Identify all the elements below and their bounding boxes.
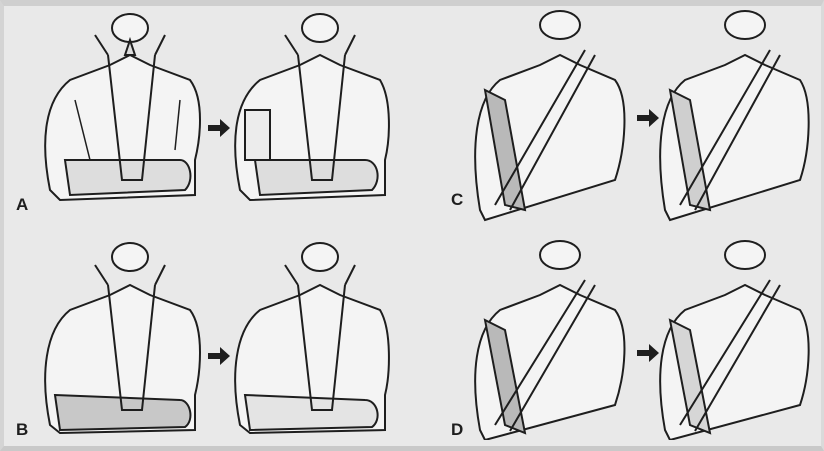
panel-label-b: B — [16, 420, 28, 440]
panel-label-d: D — [451, 420, 463, 440]
panel-a-drawing — [30, 10, 400, 215]
panel-c-drawing — [465, 10, 815, 225]
panel-a: A — [30, 10, 400, 215]
figure-b-before — [45, 243, 200, 433]
arrow-right-icon — [637, 109, 659, 127]
panel-b: B — [30, 235, 400, 440]
panel-label-c: C — [451, 190, 463, 210]
figure-c-before — [475, 11, 624, 220]
figure-c-after — [660, 11, 808, 220]
figure-d-before — [475, 241, 624, 440]
panel-label-a: A — [16, 195, 28, 215]
panel-d: D — [465, 235, 815, 440]
arrow-right-icon — [208, 119, 230, 137]
figure-b-after — [235, 243, 389, 433]
arrow-right-icon — [208, 347, 230, 365]
figure-a-before — [45, 14, 200, 200]
figure-d-after — [660, 241, 808, 440]
arrow-right-icon — [637, 344, 659, 362]
panel-d-drawing — [465, 235, 815, 440]
figure-a-after — [235, 14, 389, 200]
panel-c: C — [465, 10, 815, 225]
panel-b-drawing — [30, 235, 400, 440]
